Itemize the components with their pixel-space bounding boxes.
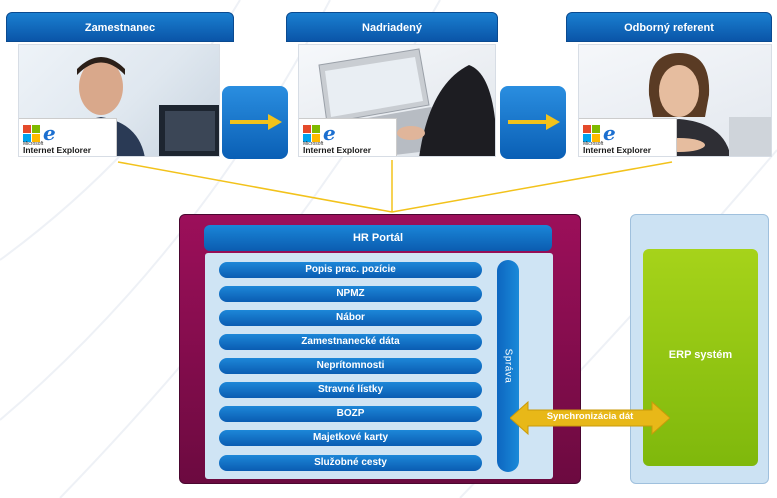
photo-odborny-referent: e Microsoft Internet Explorer <box>578 44 772 157</box>
module-majetkove-karty: Majetkové karty <box>219 430 482 446</box>
module-stravne-listky: Stravné lístky <box>219 382 482 398</box>
ie-product: Internet Explorer <box>23 145 92 155</box>
ie-product: Internet Explorer <box>303 145 372 155</box>
role-tab-nadriadeny: Nadriadený <box>286 12 498 42</box>
internet-explorer-icon: e <box>603 121 616 145</box>
photo-nadriadeny: e Microsoft Internet Explorer <box>298 44 496 157</box>
ie-logo: e Microsoft Internet Explorer <box>19 118 117 156</box>
flow-arrow-2 <box>500 86 566 159</box>
role-tab-odborny-referent: Odborný referent <box>566 12 772 42</box>
ie-product: Internet Explorer <box>583 145 652 155</box>
ie-logo: e Microsoft Internet Explorer <box>299 118 397 156</box>
hr-portal-title: HR Portál <box>204 225 552 251</box>
internet-explorer-icon: e <box>323 121 336 145</box>
admin-bar: Správa <box>497 260 519 472</box>
sync-label: Synchronizácia dát <box>546 411 634 422</box>
ie-maker: Microsoft <box>583 141 604 147</box>
module-zamestnanecke-data: Zamestnanecké dáta <box>219 334 482 350</box>
module-nabor: Nábor <box>219 310 482 326</box>
module-npmz: NPMZ <box>219 286 482 302</box>
erp-label: ERP systém <box>668 349 733 361</box>
module-nepritomnosti: Neprítomnosti <box>219 358 482 374</box>
ie-maker: Microsoft <box>23 141 44 147</box>
role-tab-zamestnanec: Zamestnanec <box>6 12 234 42</box>
flow-arrow-1 <box>222 86 288 159</box>
erp-system-box: ERP systém <box>643 249 758 466</box>
module-sluzobne-cesty: Služobné cesty <box>219 455 482 471</box>
ie-maker: Microsoft <box>303 141 324 147</box>
ie-logo: e Microsoft Internet Explorer <box>579 118 677 156</box>
admin-label: Správa <box>502 348 514 384</box>
module-popis-prac-pozicie: Popis prac. pozície <box>219 262 482 278</box>
photo-zamestnanec: e Microsoft Internet Explorer <box>18 44 220 157</box>
module-bozp: BOZP <box>219 406 482 422</box>
internet-explorer-icon: e <box>43 121 56 145</box>
sync-double-arrow <box>510 400 670 436</box>
